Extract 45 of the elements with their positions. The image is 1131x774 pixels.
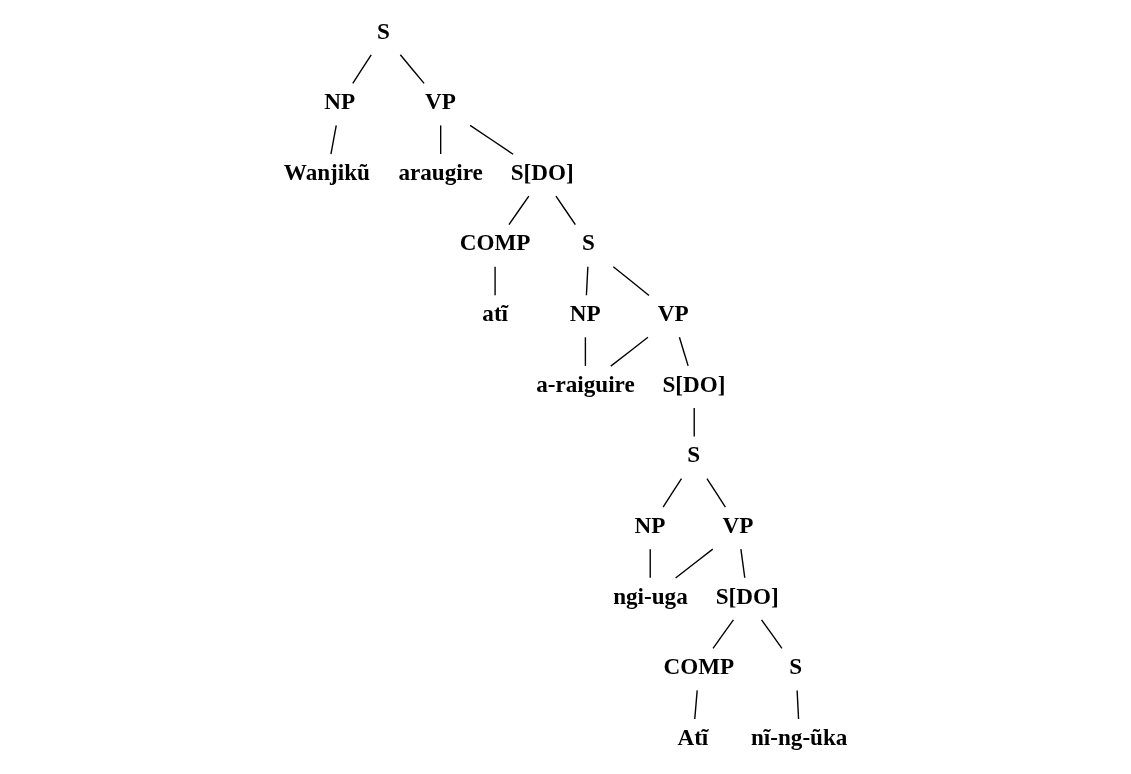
connector <box>693 407 695 438</box>
node-text: NP <box>634 511 665 538</box>
connector <box>760 619 783 650</box>
connector <box>612 265 650 297</box>
node-text: nĩ-ng-ũka <box>750 723 847 750</box>
node-text: VP <box>424 88 456 115</box>
node-text: NP <box>569 300 601 327</box>
node-text: NP <box>323 88 355 115</box>
connector <box>399 54 425 85</box>
node-text: a-raiguire <box>535 370 635 397</box>
node-text: S <box>788 653 802 680</box>
connector <box>329 124 337 155</box>
node-text: S[DO] <box>510 158 574 185</box>
connector <box>661 477 682 508</box>
node-text: S <box>686 441 700 468</box>
node-text: COMP <box>663 653 734 680</box>
node-text: Wanjikũ <box>283 158 370 185</box>
connector <box>584 336 586 367</box>
connector <box>507 195 529 226</box>
connector <box>351 54 372 85</box>
connector <box>585 265 589 296</box>
connector <box>705 477 726 508</box>
connector <box>554 195 576 226</box>
node-text: ngi-uga <box>612 582 688 609</box>
node-text: S <box>581 229 595 256</box>
node-text: S[DO] <box>715 582 779 609</box>
node-text: S[DO] <box>661 370 725 397</box>
node-text: VP <box>722 511 753 538</box>
node-text: VP <box>657 300 689 327</box>
connector <box>678 336 689 367</box>
connector <box>674 548 713 579</box>
connector <box>649 548 651 579</box>
node-text: S <box>376 17 390 44</box>
connector <box>795 689 799 720</box>
node-text: araugire <box>397 158 483 185</box>
node-text: Atĩ <box>676 723 708 750</box>
connector <box>468 124 514 155</box>
node-text: COMP <box>459 229 530 256</box>
connector <box>693 689 698 720</box>
connector <box>739 548 745 579</box>
connector <box>609 336 649 367</box>
node-text: atĩ <box>481 300 508 327</box>
connector <box>493 265 496 296</box>
connector <box>711 619 734 650</box>
connector <box>439 124 441 155</box>
